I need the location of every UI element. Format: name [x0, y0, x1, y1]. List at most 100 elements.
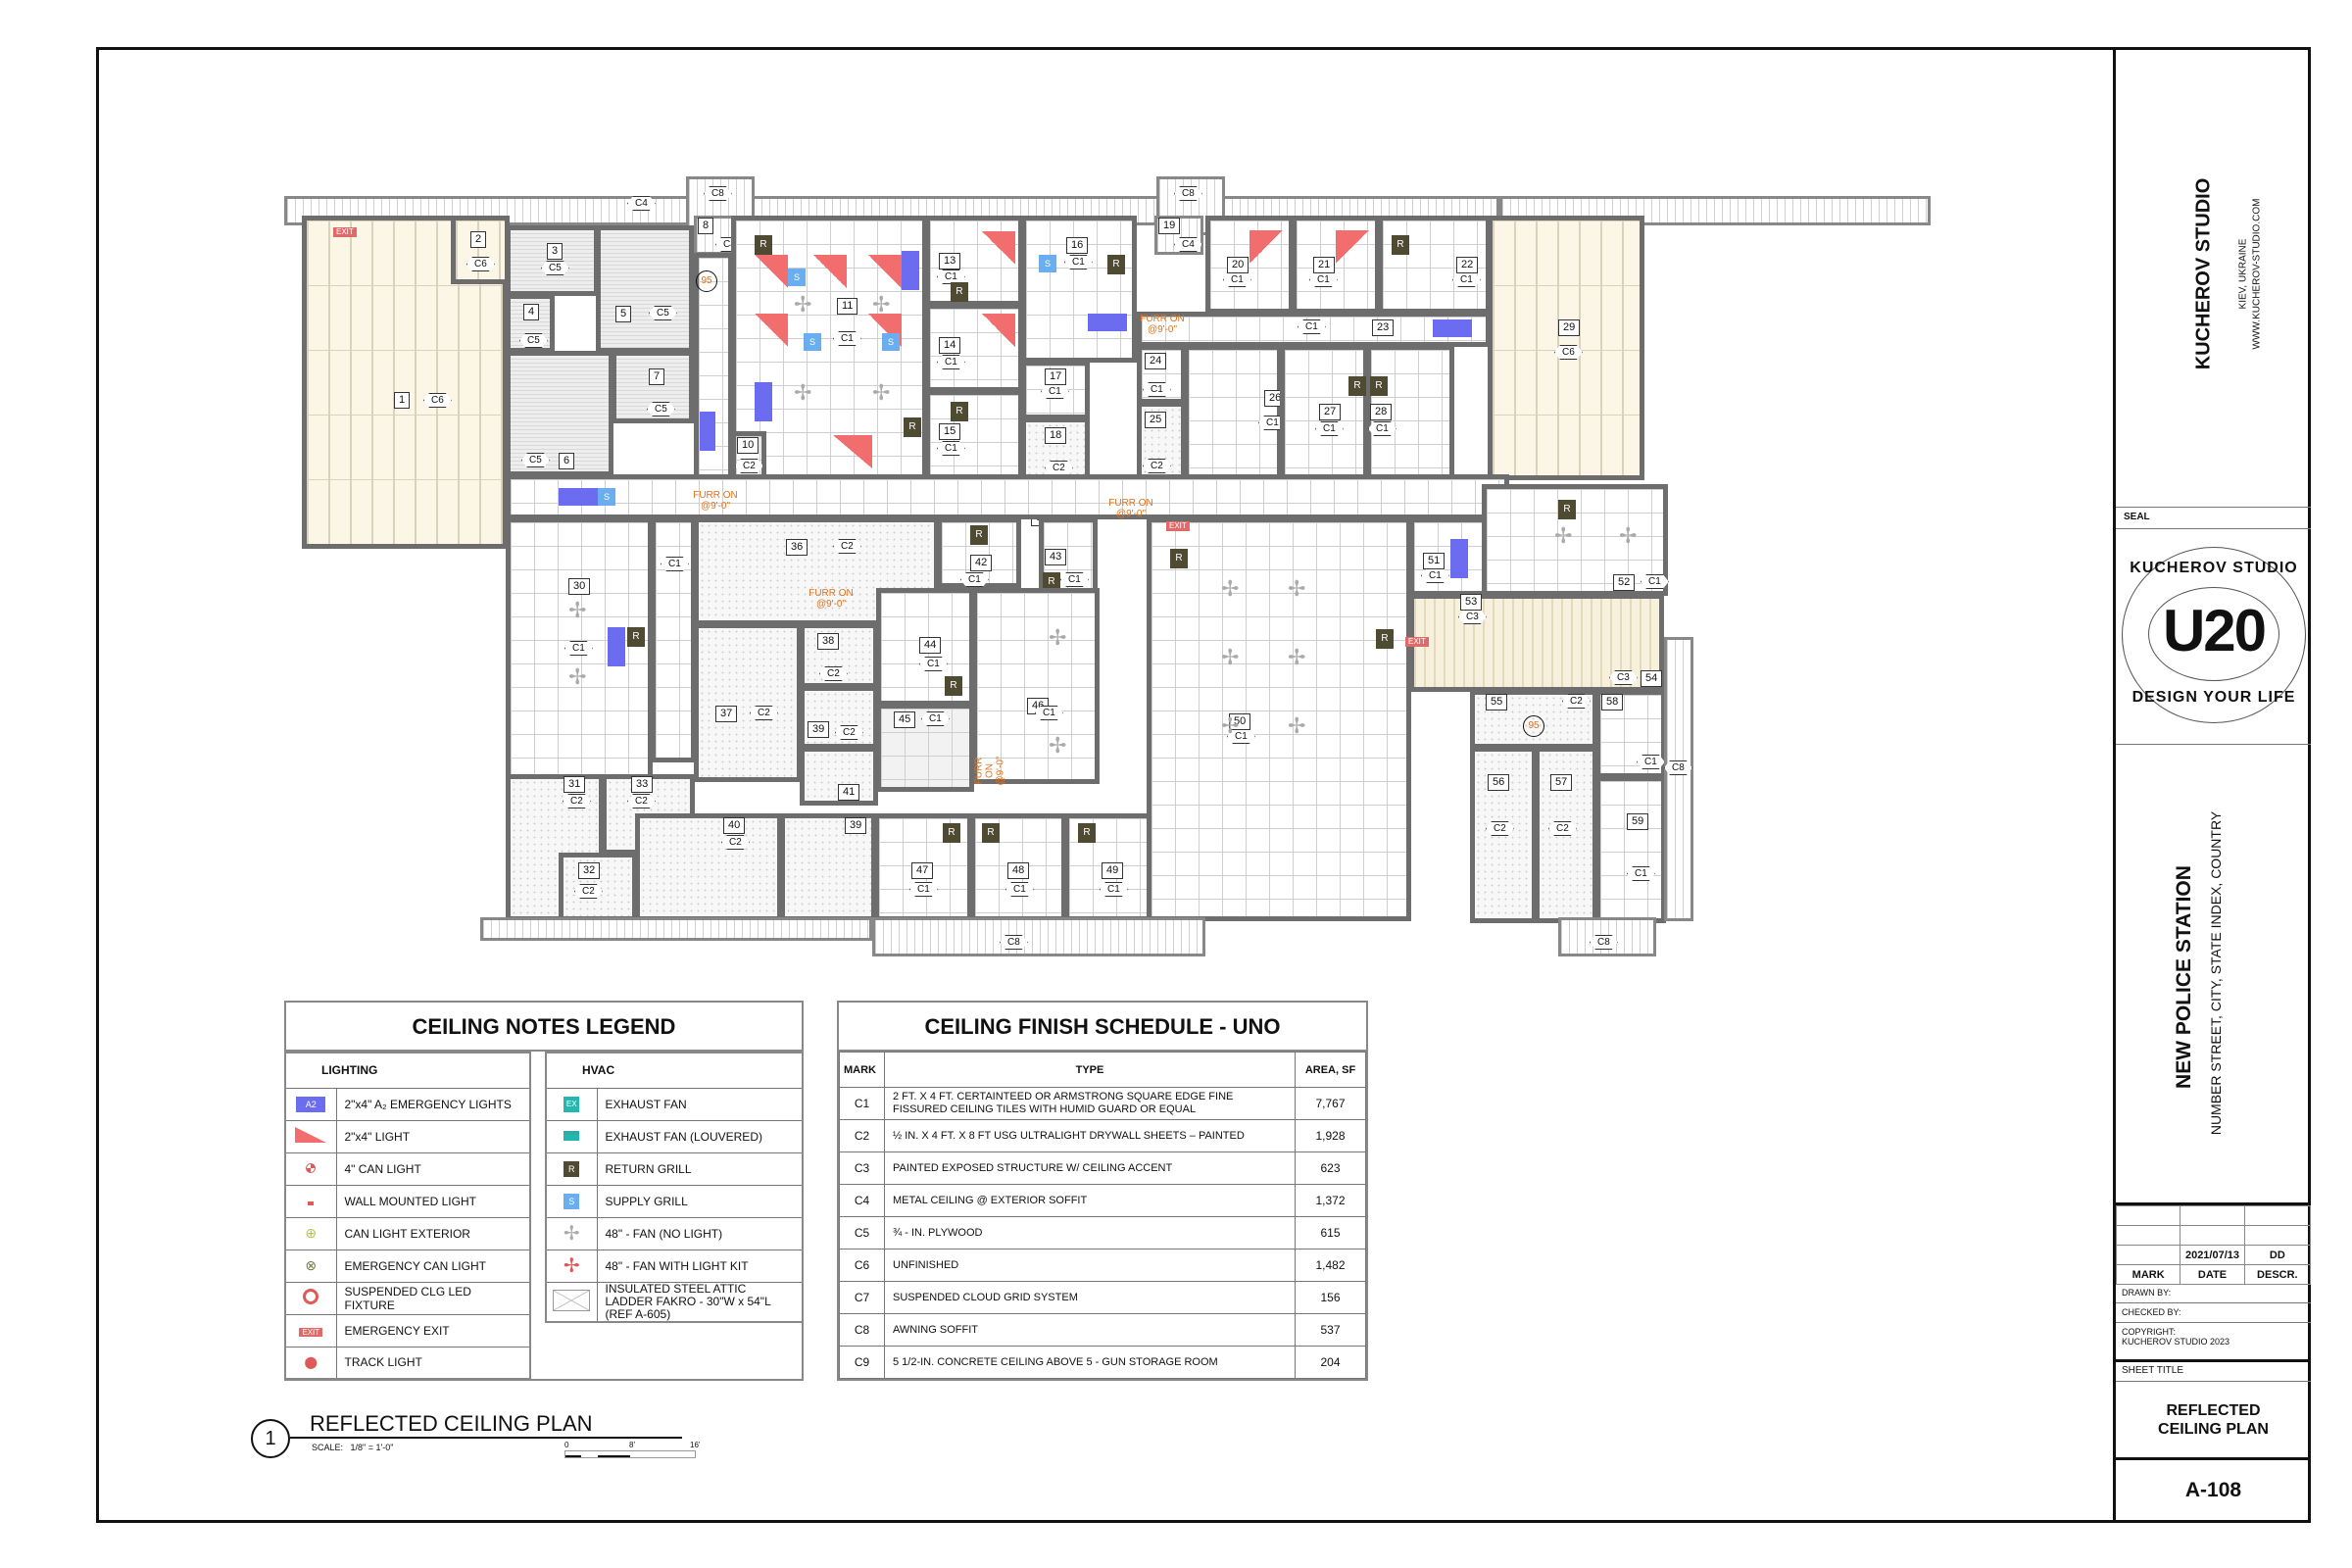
room-number: 47 — [911, 862, 934, 879]
room-59[interactable] — [1595, 776, 1666, 923]
ceiling-mark: C6 — [1554, 345, 1583, 360]
sheet-title: REFLECTED CEILING PLAN — [2158, 1401, 2269, 1438]
ceiling-mark: C1 — [1223, 272, 1251, 287]
room-number: 8 — [698, 218, 714, 234]
cell-mark: C1 — [839, 1087, 885, 1120]
emergency-light-icon — [559, 488, 598, 506]
room-36[interactable] — [694, 623, 802, 782]
return-grill-icon: R — [564, 1160, 580, 1177]
mark-c8: C8 — [704, 186, 732, 201]
ceiling-mark: C1 — [960, 572, 989, 587]
rev-mark — [2115, 1205, 2181, 1226]
sheet-title-label-row: SHEET TITLE — [2116, 1362, 2311, 1382]
room-number: 45 — [894, 711, 916, 728]
room-number: 39 — [845, 817, 867, 834]
studio-website: WWW.KUCHEROV-STUDIO.COM — [2251, 198, 2263, 350]
ceiling-mark: C1 — [1421, 568, 1449, 583]
room-40[interactable] — [635, 813, 782, 921]
seal-block: KUCHEROV STUDIO U20 DESIGN YOUR LIFE — [2116, 529, 2311, 745]
room-number: 28 — [1370, 404, 1393, 420]
ceiling-mark: C1 — [1641, 574, 1669, 589]
soffit-bottom-mid — [872, 917, 1205, 956]
room-number: 17 — [1045, 368, 1067, 385]
return-grill-icon: R — [1376, 629, 1394, 649]
supply-grill-icon: S — [564, 1193, 580, 1209]
return-grill-icon: R — [755, 235, 772, 255]
room-number: 23 — [1372, 319, 1395, 336]
ceiling-mark: C1 — [1368, 421, 1396, 436]
light-2x4-icon — [755, 314, 788, 347]
ceiling-mark: C1 — [937, 441, 965, 456]
cell-area: 204 — [1295, 1346, 1366, 1379]
fan-no-light-icon: ✢ — [1619, 523, 1638, 548]
cell-mark: C7 — [839, 1281, 885, 1314]
cell-mark: C9 — [839, 1346, 885, 1379]
room-number: 50 — [1229, 713, 1251, 730]
cell-mark: C3 — [839, 1152, 885, 1185]
seal-inner-ring — [2148, 587, 2279, 681]
rev-header-date: DATE — [2180, 1264, 2245, 1285]
room-38[interactable] — [800, 686, 878, 749]
main-corridor[interactable] — [506, 474, 1509, 519]
room-41[interactable] — [780, 813, 876, 921]
room-29[interactable] — [1488, 216, 1644, 480]
room-number: 54 — [1641, 670, 1663, 687]
room-9-vestibule[interactable] — [651, 517, 696, 762]
drawing-sheet-border — [96, 47, 2311, 1523]
legend-item: SUPPLY GRILL — [596, 1184, 804, 1218]
exit-sign-icon: EXIT — [1166, 521, 1190, 531]
supply-grill-icon: S — [1039, 255, 1056, 272]
room-46[interactable] — [972, 588, 1100, 784]
emergency-light-icon — [1088, 314, 1127, 331]
cell-area: 156 — [1295, 1281, 1366, 1314]
ceiling-mark: C2 — [833, 539, 861, 554]
furr-note: FURR ON @9'-0" — [1140, 314, 1185, 335]
room-number: 40 — [723, 817, 746, 834]
light-2x4-icon — [813, 255, 847, 288]
ceiling-mark: C1 — [1041, 384, 1069, 399]
room-34[interactable] — [694, 517, 939, 625]
room-number: 20 — [1227, 257, 1250, 273]
fan-no-light-icon: ✢ — [872, 292, 891, 317]
room-number: 16 — [1066, 237, 1089, 254]
exhaust-fan-louvered-icon — [564, 1130, 580, 1141]
room-number: 11 — [837, 298, 858, 315]
room-2[interactable] — [451, 216, 510, 284]
fan-no-light-icon: ✢ — [563, 1223, 580, 1245]
mark-c8: C8 — [1000, 935, 1028, 950]
light-2x4-icon — [982, 231, 1015, 265]
lighting-header: LIGHTING — [284, 1052, 531, 1089]
ladder-ref: 95 — [696, 270, 717, 292]
corridor-west[interactable] — [694, 253, 733, 480]
ceiling-mark: C5 — [519, 333, 548, 348]
col-area: AREA, SF — [1295, 1052, 1366, 1088]
ceiling-mark: C5 — [541, 261, 569, 275]
rev-header-mark: MARK — [2115, 1264, 2181, 1285]
studio-name: KUCHEROV STUDIO — [2192, 177, 2215, 370]
room-number: 1 — [394, 392, 411, 409]
room-number: 25 — [1145, 412, 1167, 428]
ceiling-mark: C5 — [647, 402, 675, 416]
room-5[interactable] — [596, 225, 694, 353]
drawing-number-bubble: 1 — [251, 1419, 290, 1458]
cell-type: 5 1/2-IN. CONCRETE CEILING ABOVE 5 - GUN… — [884, 1346, 1296, 1379]
room-50[interactable] — [1147, 517, 1411, 921]
ceiling-mark: C2 — [819, 666, 848, 681]
room-number: 52 — [1613, 574, 1636, 591]
ceiling-mark: C1 — [1298, 319, 1326, 334]
room-51[interactable] — [1409, 517, 1488, 596]
room-number: 53 — [1460, 594, 1483, 611]
room-number: 29 — [1558, 319, 1581, 336]
cell-mark: C5 — [839, 1216, 885, 1250]
ceiling-mark: C1 — [833, 331, 861, 346]
room-26[interactable] — [1184, 345, 1282, 480]
fan-no-light-icon: ✢ — [1049, 625, 1067, 650]
led-fixture-icon — [303, 1289, 319, 1304]
seal-ring-bottom: DESIGN YOUR LIFE — [2132, 689, 2296, 706]
seal-label-row: SEAL — [2116, 508, 2311, 529]
ceiling-mark: C5 — [521, 453, 550, 467]
legend-title: CEILING NOTES LEGEND — [286, 1003, 802, 1052]
attic-ladder-icon — [553, 1289, 591, 1311]
